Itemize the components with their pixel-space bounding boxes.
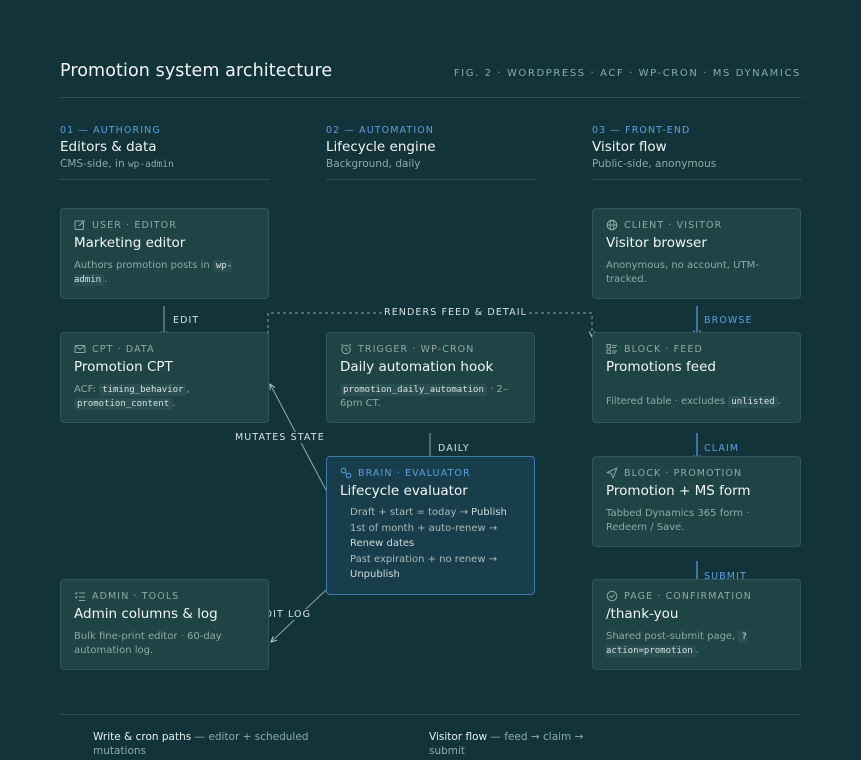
card-lifecycle-evaluator[interactable]: BRAIN · EVALUATOR Lifecycle evaluator Dr… — [326, 456, 535, 595]
card-title: Promotion + MS form — [606, 483, 751, 499]
edge-label-submit: SUBMIT — [702, 571, 749, 582]
card-kind: USER · EDITOR — [74, 219, 255, 231]
card-daily-automation-hook[interactable]: TRIGGER · WP-CRON Daily automation hook … — [326, 332, 535, 423]
rule-item: Draft + start = today → Publish — [350, 507, 507, 518]
card-title: Marketing editor — [74, 235, 186, 251]
card-title: Promotions feed — [606, 359, 716, 375]
card-title: Admin columns & log — [74, 606, 218, 622]
card-description: Filtered table · excludes unlisted. — [606, 396, 781, 408]
column-number: 03 — FRONT-END — [592, 125, 691, 136]
card-promotion-cpt[interactable]: CPT · DATA Promotion CPT ACF: timing_beh… — [60, 332, 269, 423]
card-description: Anonymous, no account, UTM-tracked. — [606, 260, 759, 285]
card-description: Shared post-submit page, ?action=promoti… — [606, 631, 747, 657]
card-title: Promotion CPT — [74, 359, 173, 375]
column-divider — [60, 179, 270, 180]
alarm-clock-icon — [340, 343, 352, 355]
column-authoring: 01 — AUTHORING Editors & data CMS-side, … — [60, 125, 270, 180]
edge-label-edit: EDIT — [171, 315, 202, 326]
column-divider — [592, 179, 802, 180]
card-kind: CPT · DATA — [74, 343, 255, 355]
column-subtitle: Public-side, anonymous — [592, 158, 717, 170]
column-number: 02 — AUTOMATION — [326, 125, 435, 136]
card-kind: BLOCK · FEED — [606, 343, 787, 355]
card-title: Visitor browser — [606, 235, 707, 251]
card-description: Authors promotion posts in wp-admin. — [74, 260, 233, 286]
card-title: Daily automation hook — [340, 359, 494, 375]
legend-divider — [60, 714, 801, 715]
card-title: /thank-you — [606, 606, 679, 622]
page-title: Promotion system architecture — [60, 61, 333, 81]
edge-label-mutates: MUTATES STATE — [233, 432, 327, 443]
edge-label-claim: CLAIM — [702, 443, 742, 454]
column-name: Editors & data — [60, 139, 157, 155]
card-promotions-feed[interactable]: BLOCK · FEED Promotions feed Filtered ta… — [592, 332, 801, 423]
card-kind: BRAIN · EVALUATOR — [340, 467, 521, 479]
nodes-icon — [340, 467, 352, 479]
column-subtitle: CMS-side, in wp-admin — [60, 158, 174, 170]
card-promotion-ms-form[interactable]: BLOCK · PROMOTION Promotion + MS form Ta… — [592, 456, 801, 547]
legend-item-visitor-flow: Visitor flow — feed → claim → submit — [429, 731, 584, 757]
card-kind: TRIGGER · WP-CRON — [340, 343, 521, 355]
card-title: Lifecycle evaluator — [340, 483, 468, 499]
rule-item: 1st of month + auto-renew → Renew dates — [350, 523, 498, 549]
header-divider — [60, 97, 801, 98]
legend-item-write-cron: Write & cron paths — editor + scheduled … — [93, 731, 309, 757]
column-front-end: 03 — FRONT-END Visitor flow Public-side,… — [592, 125, 802, 180]
envelope-icon — [74, 345, 86, 353]
edit-icon — [74, 220, 85, 230]
column-subtitle: Background, daily — [326, 158, 421, 170]
edge-label-audit: AUDIT LOG — [247, 609, 314, 620]
card-description: promotion_daily_automation · 2–6pm CT. — [340, 384, 508, 409]
column-automation: 02 — AUTOMATION Lifecycle engine Backgro… — [326, 125, 536, 180]
list-icon — [74, 591, 85, 601]
column-divider — [326, 179, 536, 180]
card-kind: ADMIN · TOOLS — [74, 590, 255, 602]
column-number: 01 — AUTHORING — [60, 125, 161, 136]
list-grid-icon — [606, 344, 617, 354]
card-description: ACF: timing_behavior, promotion_content. — [74, 384, 190, 410]
card-kind: BLOCK · PROMOTION — [606, 467, 787, 479]
card-kind: PAGE · CONFIRMATION — [606, 590, 787, 602]
globe-icon — [606, 219, 618, 231]
card-marketing-editor[interactable]: USER · EDITOR Marketing editor Authors p… — [60, 208, 269, 299]
edge-label-renders: RENDERS FEED & DETAIL — [382, 307, 529, 318]
rule-item: Past expiration + no renew → Unpublish — [350, 554, 498, 580]
card-admin-tools[interactable]: ADMIN · TOOLS Admin columns & log Bulk f… — [60, 579, 269, 670]
column-name: Visitor flow — [592, 139, 667, 155]
card-description: Bulk fine-print editor · 60-day automati… — [74, 631, 222, 656]
edge-label-browse: BROWSE — [702, 315, 755, 326]
send-icon — [606, 467, 618, 479]
card-kind: CLIENT · VISITOR — [606, 219, 787, 231]
check-circle-icon — [606, 590, 618, 602]
edge-label-daily: DAILY — [436, 443, 472, 454]
card-visitor-browser[interactable]: CLIENT · VISITOR Visitor browser Anonymo… — [592, 208, 801, 299]
rule-list: Draft + start = today → Publish 1st of m… — [340, 505, 521, 582]
card-description: Tabbed Dynamics 365 form · Redeem / Save… — [606, 508, 750, 533]
card-thank-you[interactable]: PAGE · CONFIRMATION /thank-you Shared po… — [592, 579, 801, 670]
figure-caption: FIG. 2 · WORDPRESS · ACF · WP-CRON · MS … — [453, 68, 801, 79]
column-name: Lifecycle engine — [326, 139, 436, 155]
